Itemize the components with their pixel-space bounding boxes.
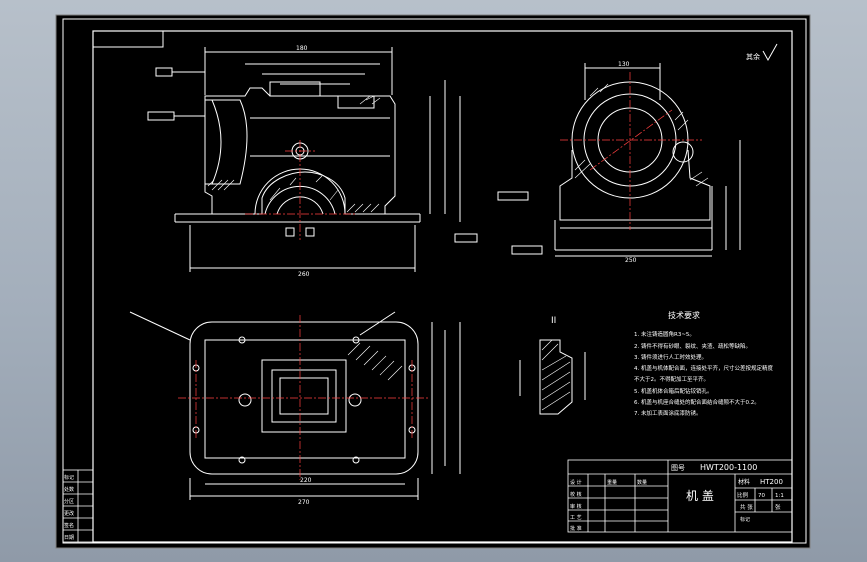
strip-label: 签名	[64, 522, 74, 529]
drawing-no-label: 图号	[671, 464, 685, 472]
tech-item: 不大于2。不得配加工至平齐。	[634, 375, 709, 383]
tech-item: 7. 未加工表面涂底漆防锈。	[634, 409, 702, 417]
strip-label: 更改	[64, 510, 74, 517]
tb-extra-label: 标记	[740, 516, 750, 523]
total-sheets: 共 张	[740, 503, 753, 511]
section-hatch	[541, 339, 571, 411]
section-label: II	[551, 316, 556, 326]
front-hatch	[207, 95, 381, 213]
strip-label: 日期	[64, 535, 74, 541]
dim-side-top: 130	[618, 61, 630, 68]
scale-label: 比例	[737, 491, 749, 499]
paper-background	[55, 14, 811, 549]
tb-row-label: 审 核	[570, 503, 582, 510]
section-view[interactable]	[519, 339, 586, 415]
part-name: 机 盖	[686, 489, 714, 503]
title-block[interactable]	[567, 459, 793, 533]
side-hatch	[574, 83, 709, 187]
roughness-symbol: 其余	[746, 43, 778, 62]
corner-box	[92, 30, 164, 48]
dim-front-top: 180	[296, 45, 308, 52]
material-label: 材料	[738, 478, 750, 486]
side-centerlines	[560, 72, 702, 230]
border-frame	[92, 30, 793, 543]
tech-item: 3. 铸件须进行人工时效处理。	[634, 353, 707, 361]
tb-extra-label: 重量	[607, 479, 617, 486]
tb-row-label: 工 艺	[570, 515, 582, 521]
drawing-no: HWT200-1100	[700, 463, 757, 472]
tb-row-label: 校 核	[570, 491, 582, 498]
sheet-label: 张	[775, 503, 781, 511]
strip-label: 分区	[64, 498, 74, 505]
tech-requirements: 技术要求 1. 未注铸造圆角R3~5。 2. 铸件不得有砂眼、裂纹、夹渣、疏松等…	[634, 310, 773, 417]
title-block-text: 图号 HWT200-1100 机 盖 材料 HT200 比例 70 1:1 共 …	[570, 463, 784, 532]
strip-label: 处数	[64, 486, 74, 493]
tech-title: 技术要求	[668, 310, 700, 320]
plan-hatch	[347, 342, 403, 381]
dim-front-bottom: 260	[298, 271, 310, 278]
material: HT200	[760, 478, 783, 486]
dim-plan-inner: 220	[300, 477, 312, 484]
front-centerlines	[245, 140, 355, 240]
dim-side-bottom: 250	[625, 257, 637, 264]
plan-centerlines	[178, 315, 428, 480]
dim-plan-bottom: 270	[298, 499, 310, 506]
tech-item: 4. 机盖与机体配合面，连接处平齐，尺寸公差按规定精度	[634, 364, 773, 372]
left-strip-text: 标记 处数 分区 更改 签名 日期	[64, 474, 74, 541]
strip-label: 标记	[64, 474, 74, 481]
scale: 1:1	[775, 493, 784, 499]
tb-row-label: 设 计	[570, 479, 582, 486]
tech-item: 5. 机盖机体合箱后配钻铰销孔。	[634, 387, 713, 395]
roughness-label: 其余	[746, 52, 760, 61]
quantity: 70	[758, 493, 765, 499]
tb-row-label: 批 准	[570, 525, 582, 532]
inner-frame	[62, 18, 807, 544]
tech-item: 2. 铸件不得有砂眼、裂纹、夹渣、疏松等缺陷。	[634, 342, 751, 350]
left-strip	[62, 469, 94, 543]
tb-extra-label: 数量	[637, 479, 647, 486]
tech-item: 1. 未注铸造圆角R3~5。	[634, 330, 695, 338]
tech-item: 6. 机盖与机座合缝处的配合面结合缝隙不大于0.2。	[634, 398, 760, 406]
